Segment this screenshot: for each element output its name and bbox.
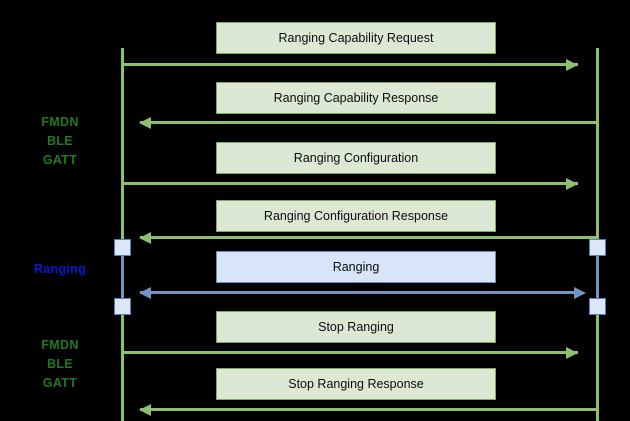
message-arrow-line-ranging-capability-request	[124, 63, 578, 66]
phase-label-fmdn-ble-gatt-bottom: FMDN BLE GATT	[41, 338, 79, 390]
arrow-head-right-icon	[566, 177, 578, 190]
lifeline-left	[121, 48, 124, 421]
message-box-ranging-capability-response: Ranging Capability Response	[216, 82, 496, 114]
message-box-stop-ranging: Stop Ranging	[216, 311, 496, 343]
arrow-head-left-icon	[139, 403, 151, 416]
arrow-head-left-icon	[139, 286, 151, 299]
message-box-stop-ranging-response: Stop Ranging Response	[216, 368, 496, 400]
message-box-ranging-configuration: Ranging Configuration	[216, 142, 496, 174]
activation-box-left-bottom	[114, 298, 131, 315]
message-arrow-line-ranging	[140, 291, 574, 294]
phase-label-fmdn-ble-gatt-top: FMDN BLE GATT	[41, 115, 79, 167]
activation-bar-right	[596, 247, 599, 307]
message-arrow-line-stop-ranging	[124, 351, 578, 354]
arrow-head-left-icon	[139, 231, 151, 244]
activation-box-right-top	[589, 239, 606, 256]
arrow-head-right-icon	[574, 286, 586, 299]
message-box-ranging: Ranging	[216, 251, 496, 283]
message-arrow-line-ranging-configuration-response	[140, 236, 596, 239]
message-arrow-line-ranging-configuration	[124, 182, 578, 185]
arrow-head-right-icon	[566, 58, 578, 71]
message-arrow-line-ranging-capability-response	[140, 121, 596, 124]
activation-box-left-top	[114, 239, 131, 256]
message-box-ranging-capability-request: Ranging Capability Request	[216, 22, 496, 54]
phase-label-ranging: Ranging	[33, 262, 87, 276]
activation-box-right-bottom	[589, 298, 606, 315]
arrow-head-left-icon	[139, 116, 151, 129]
message-arrow-line-stop-ranging-response	[140, 408, 596, 411]
arrow-head-right-icon	[566, 346, 578, 359]
activation-bar-left	[121, 247, 124, 307]
message-box-ranging-configuration-response: Ranging Configuration Response	[216, 200, 496, 232]
lifeline-right	[596, 48, 599, 421]
